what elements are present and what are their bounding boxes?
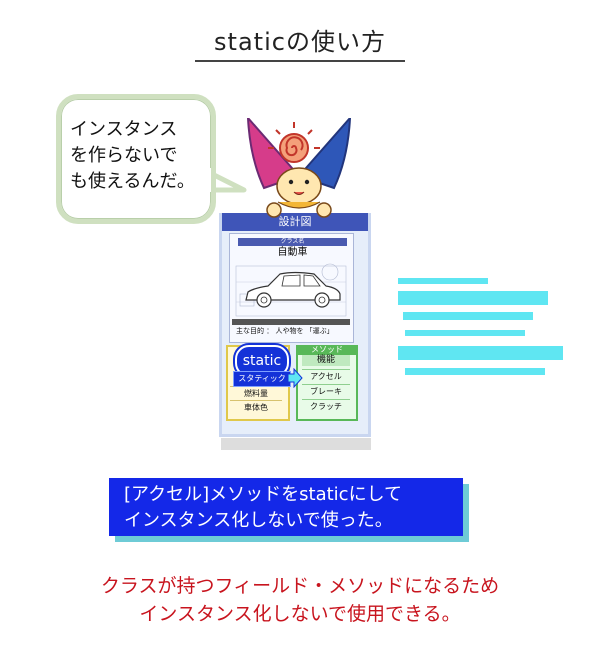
speed-line [398, 278, 488, 284]
speed-line [398, 291, 548, 305]
static-tag: スタティック [233, 371, 291, 387]
mascot-character-icon [246, 118, 352, 218]
car-drawing [235, 263, 347, 317]
blueprint-header: 設計図 [222, 213, 368, 231]
speech-bubble-tail-cover [203, 168, 211, 192]
purpose-label-bar [232, 319, 350, 325]
arrow-right-icon [287, 368, 303, 388]
purpose-text: 主な目的 ： 人や物を 「運ぶ」 [236, 327, 334, 335]
method-header: メソッド [298, 345, 356, 355]
class-label: クラス名 [238, 238, 347, 246]
document-shadow [221, 438, 371, 450]
speech-bubble-text: インスタンス を作らないで も使えるんだ。 [70, 119, 195, 192]
speed-line [405, 330, 525, 336]
method-subheader: 機能 [302, 355, 350, 366]
callout-text: [アクセル]メソッドをstaticにして インスタンス化しないで使った。 [124, 484, 403, 531]
speed-line [403, 312, 533, 320]
field-item: 車体色 [230, 400, 282, 414]
callout-box [109, 478, 463, 536]
footer-note: クラスが持つフィールド・メソッドになるため インスタンス化しないで使用できる。 [100, 575, 500, 625]
method-item: ブレーキ [302, 384, 350, 398]
speech-bubble [56, 94, 216, 224]
class-name: 自動車 [277, 247, 308, 258]
method-item: クラッチ [302, 399, 350, 413]
title-underline [195, 60, 405, 62]
speed-line [398, 346, 563, 360]
page-title: staticの使い方 [214, 28, 386, 56]
field-item: 燃料量 [230, 386, 282, 400]
speed-line [405, 368, 545, 375]
method-item: アクセル [302, 369, 350, 383]
